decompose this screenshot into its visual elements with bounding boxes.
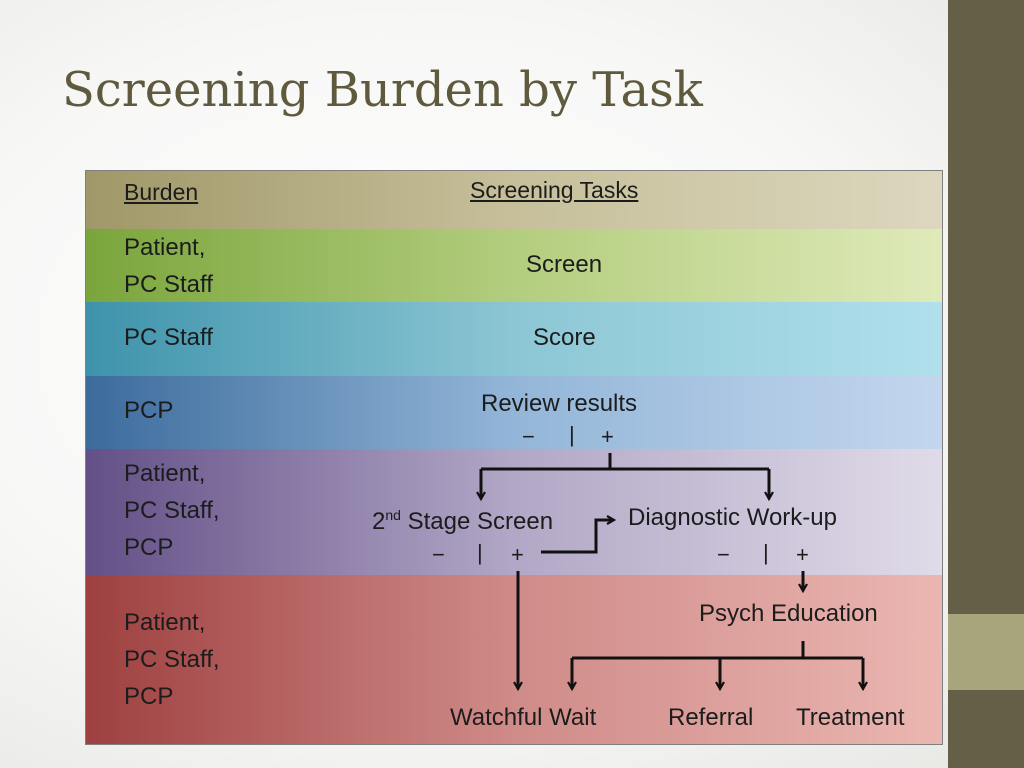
screening-diagram: Burden Screening Tasks Patient, PC Staff…: [85, 170, 943, 745]
arrow-positive-to-diagnostic: [541, 520, 614, 554]
tasks-header: Screening Tasks: [470, 177, 639, 203]
sidebar-accent-block: [948, 614, 1024, 690]
outcome-watchful-wait: Watchful Wait: [450, 704, 597, 731]
burden-row-score: PC Staff: [124, 324, 213, 351]
burden-row-review: PCP: [124, 397, 174, 424]
screen-band: [86, 229, 942, 302]
score-band: [86, 302, 942, 376]
task-diagnostic-workup: Diagnostic Work-up: [628, 504, 837, 531]
burden-row-screen: Patient, PC Staff: [124, 234, 213, 298]
burden-row-second-stage: Patient, PC Staff, PCP: [124, 460, 220, 561]
task-review-results: Review results: [481, 390, 638, 417]
task-psych-education: Psych Education: [699, 600, 878, 627]
task-score: Score: [533, 324, 596, 351]
review-divider: |: [569, 422, 575, 447]
burden-header: Burden: [124, 179, 199, 205]
outcome-referral: Referral: [668, 704, 754, 731]
second-stage-negative-sign: −: [432, 542, 445, 567]
diagnostic-negative-sign: −: [717, 542, 730, 567]
flow-arrows: [86, 453, 942, 744]
diagnostic-positive-sign: +: [796, 542, 809, 567]
review-negative-sign: −: [522, 424, 535, 449]
task-second-stage-screen: 2nd Stage Screen: [372, 507, 554, 535]
slide-title: Screening Burden by Task: [62, 62, 703, 118]
outcome-treatment: Treatment: [796, 704, 905, 731]
burden-row-outcomes: Patient, PC Staff, PCP: [124, 609, 220, 710]
header-band: [86, 171, 942, 229]
task-screen: Screen: [526, 251, 603, 278]
review-positive-sign: +: [601, 424, 614, 449]
second-stage-divider: |: [477, 540, 483, 565]
second-stage-positive-sign: +: [511, 542, 524, 567]
diagnostic-divider: |: [763, 540, 769, 565]
review-band: [86, 376, 942, 449]
